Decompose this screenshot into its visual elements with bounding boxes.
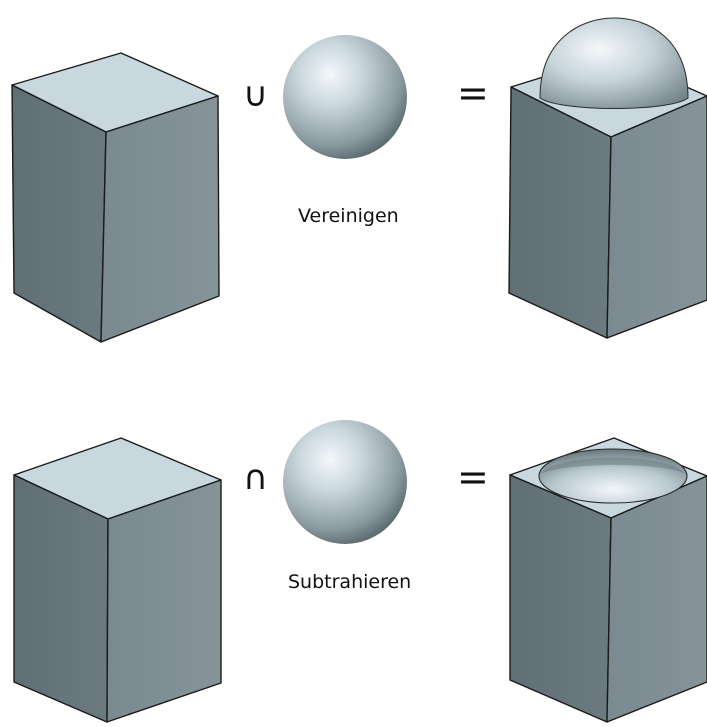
operand-box-icon	[13, 437, 222, 723]
result-box-with-dome-icon	[508, 17, 707, 339]
result-box-with-cavity-icon	[509, 437, 707, 723]
union-caption: Vereinigen	[298, 205, 399, 227]
box-left-face	[13, 474, 109, 723]
intersection-operator-symbol: ∩	[243, 458, 268, 498]
equals-sign: =	[457, 455, 489, 499]
operand-box-icon	[11, 52, 220, 343]
box-right-face	[100, 95, 220, 343]
subtraction-caption: Subtrahieren	[288, 571, 412, 593]
equals-sign: =	[457, 71, 489, 115]
operand-sphere-icon	[283, 35, 407, 159]
dome-shape	[539, 17, 689, 109]
result-box-left-face	[509, 474, 612, 723]
union-operator-symbol: ∪	[243, 75, 268, 115]
operand-sphere-icon	[283, 420, 407, 544]
result-box-right-face	[606, 475, 707, 723]
cavity-shadow	[540, 457, 686, 474]
box-right-face	[106, 479, 222, 723]
result-box-right-face	[606, 95, 707, 339]
cavity-rim	[538, 448, 688, 504]
